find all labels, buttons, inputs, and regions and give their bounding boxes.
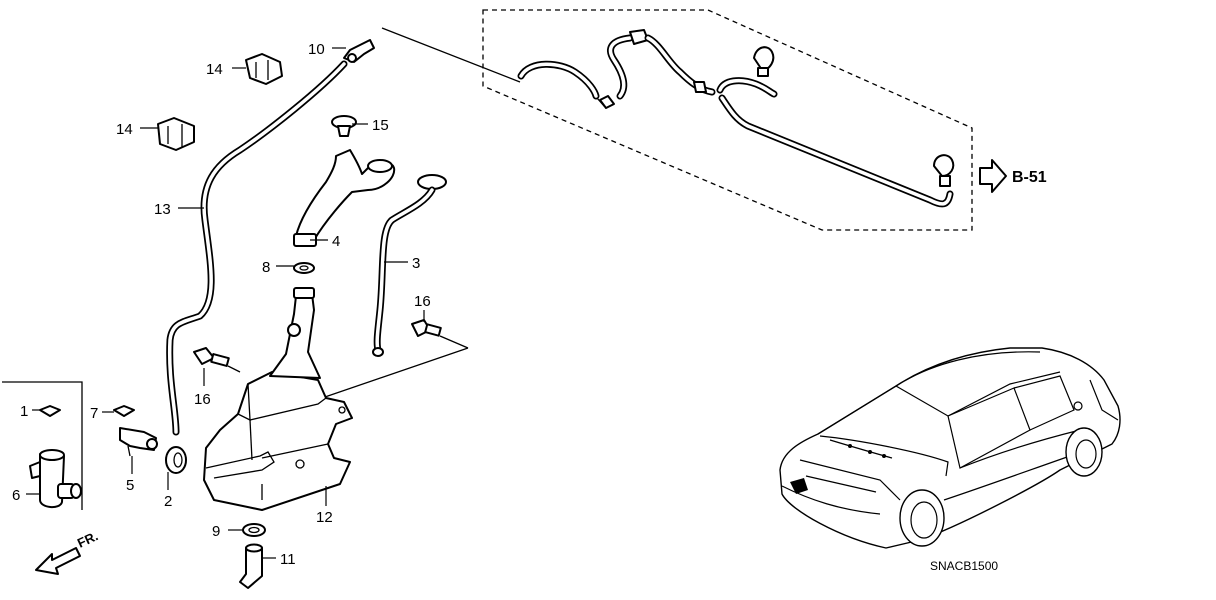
hose-clip-14-lower — [157, 117, 195, 151]
diagram-code: SNACB1500 — [930, 559, 998, 573]
callout-4: 4 — [332, 233, 340, 250]
callout-11: 11 — [280, 551, 296, 568]
callout-15: 15 — [372, 117, 389, 134]
seal-8 — [293, 262, 315, 274]
reference-arrow: B-51 — [979, 159, 1047, 193]
clip-1 — [39, 405, 61, 417]
bolt-16-right — [411, 319, 469, 349]
callout-16-right: 16 — [414, 293, 431, 310]
callout-1: 1 — [20, 403, 28, 420]
callout-3: 3 — [412, 255, 420, 272]
inset-box — [2, 381, 83, 510]
connector-10 — [343, 39, 375, 63]
hose-clip-14-upper — [245, 53, 283, 85]
callout-10: 10 — [308, 41, 325, 58]
washer-nozzle-right — [933, 154, 955, 177]
front-marker: FR. — [75, 528, 100, 550]
front-arrow: FR. — [35, 528, 100, 575]
leader-lines — [26, 47, 425, 559]
bolt-16-left — [193, 347, 241, 373]
level-sensor-5 — [119, 427, 158, 457]
washer-reservoir-12 — [203, 287, 353, 511]
clip-7 — [113, 405, 135, 417]
washer-nozzle-left — [753, 46, 775, 71]
washer-pump-11 — [239, 543, 263, 589]
callout-9: 9 — [212, 523, 220, 540]
callout-13: 13 — [154, 201, 171, 218]
callouts: 10 14 14 15 13 4 8 3 16 16 1 7 5 2 6 12 … — [12, 41, 431, 568]
filler-cap-15 — [331, 115, 357, 137]
vehicle-locator: SNACB1500 — [779, 347, 1121, 573]
filler-neck-4 — [293, 149, 396, 247]
callout-5: 5 — [126, 477, 134, 494]
feed-line — [381, 27, 521, 83]
washer-hose-13 — [166, 60, 348, 436]
callout-7: 7 — [90, 405, 98, 422]
grommet-2 — [165, 446, 187, 474]
level-gauge-3 — [372, 174, 447, 357]
callout-12: 12 — [316, 509, 333, 526]
seal-9 — [242, 523, 266, 537]
callout-6: 6 — [12, 487, 20, 504]
reference-label: B-51 — [1012, 169, 1047, 186]
nozzle-hoses — [517, 29, 955, 208]
callout-2: 2 — [164, 493, 172, 510]
callout-14-lower: 14 — [116, 121, 133, 138]
callout-8: 8 — [262, 259, 270, 276]
callout-14-upper: 14 — [206, 61, 223, 78]
nozzle-region-outline — [482, 9, 973, 231]
washer-motor-6 — [29, 449, 82, 508]
callout-16-left: 16 — [194, 391, 211, 408]
